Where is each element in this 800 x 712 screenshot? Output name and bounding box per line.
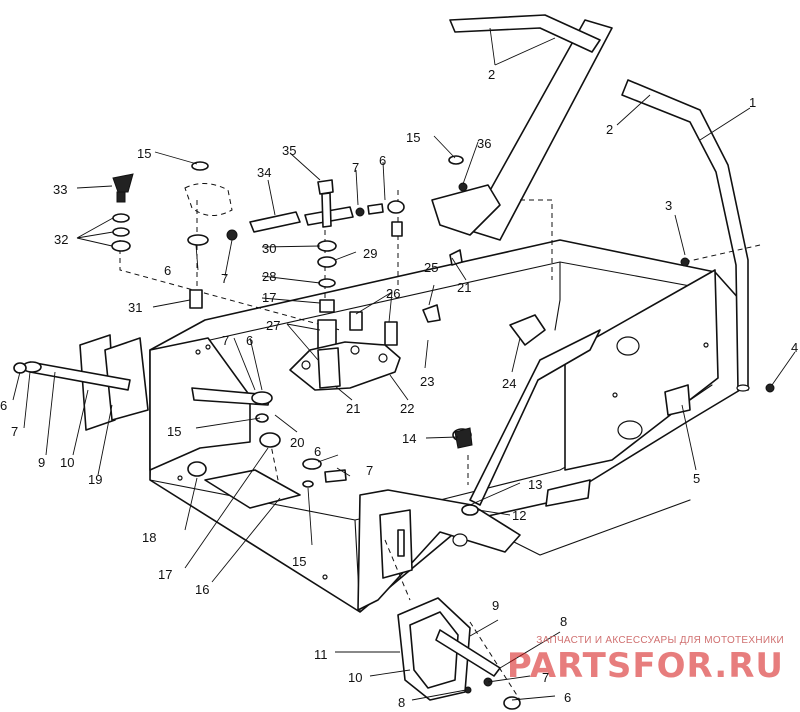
callout-6: 6: [246, 333, 253, 348]
callout-24: 24: [502, 376, 516, 391]
callout-32: 32: [54, 232, 68, 247]
callout-10: 10: [60, 455, 74, 470]
callout-7: 7: [221, 271, 228, 286]
callout-21: 21: [346, 401, 360, 416]
left-front-plate: [149, 337, 251, 481]
callout-17: 17: [158, 567, 172, 582]
callout-11: 11: [314, 647, 328, 662]
callout-36: 36: [477, 136, 491, 151]
left-pedal-assembly: [13, 334, 149, 431]
callout-19: 19: [88, 472, 102, 487]
callout-27: 27: [266, 318, 280, 333]
steering-arm-tube: [467, 19, 613, 506]
callout-3: 3: [665, 198, 672, 213]
right-side-hardware: [422, 249, 775, 516]
callout-29: 29: [363, 246, 377, 261]
left-lever-assembly: [187, 387, 347, 509]
right-pedal-assembly: [397, 597, 521, 710]
callout-2: 2: [488, 67, 495, 82]
callout-2: 2: [606, 122, 613, 137]
callout-35: 35: [282, 143, 296, 158]
leader-lines: [12, 27, 796, 701]
callout-30: 30: [262, 241, 276, 256]
link-plate: [289, 341, 401, 391]
callout-7: 7: [542, 670, 549, 685]
callout-33: 33: [53, 182, 67, 197]
callout-22: 22: [400, 401, 414, 416]
callout-13: 13: [528, 477, 542, 492]
callout-labels: 1 2 2 3 4 5 6 6 6 6 6 6 7 7 7 7 7 7 8 8 …: [0, 67, 798, 710]
callout-26: 26: [386, 286, 400, 301]
callout-7: 7: [366, 463, 373, 478]
callout-14: 14: [402, 431, 416, 446]
callout-15: 15: [406, 130, 420, 145]
callout-6: 6: [379, 153, 386, 168]
callout-10: 10: [348, 670, 362, 685]
callout-17: 17: [262, 290, 276, 305]
callout-6: 6: [0, 398, 7, 413]
callout-34: 34: [257, 165, 271, 180]
callout-4: 4: [791, 340, 798, 355]
handlebar-part-1: [449, 14, 750, 392]
callout-23: 23: [420, 374, 434, 389]
lower-center-bracket: [322, 489, 521, 611]
callout-28: 28: [262, 269, 276, 284]
callout-20: 20: [290, 435, 304, 450]
callout-8: 8: [398, 695, 405, 710]
callout-15: 15: [167, 424, 181, 439]
callout-6: 6: [314, 444, 321, 459]
callout-12: 12: [512, 508, 526, 523]
callout-21: 21: [457, 280, 471, 295]
callout-15: 15: [137, 146, 151, 161]
callout-16: 16: [195, 582, 209, 597]
callout-5: 5: [693, 471, 700, 486]
callout-6: 6: [164, 263, 171, 278]
callout-9: 9: [492, 598, 499, 613]
right-side-plate: [545, 269, 719, 507]
callout-31: 31: [128, 300, 142, 315]
callout-18: 18: [142, 530, 156, 545]
callout-8: 8: [560, 614, 567, 629]
callout-7: 7: [222, 333, 229, 348]
callout-15: 15: [292, 554, 306, 569]
callout-7: 7: [352, 160, 359, 175]
callout-7: 7: [11, 424, 18, 439]
callout-1: 1: [749, 95, 756, 110]
callout-9: 9: [38, 455, 45, 470]
callout-6: 6: [564, 690, 571, 705]
callout-25: 25: [424, 260, 438, 275]
